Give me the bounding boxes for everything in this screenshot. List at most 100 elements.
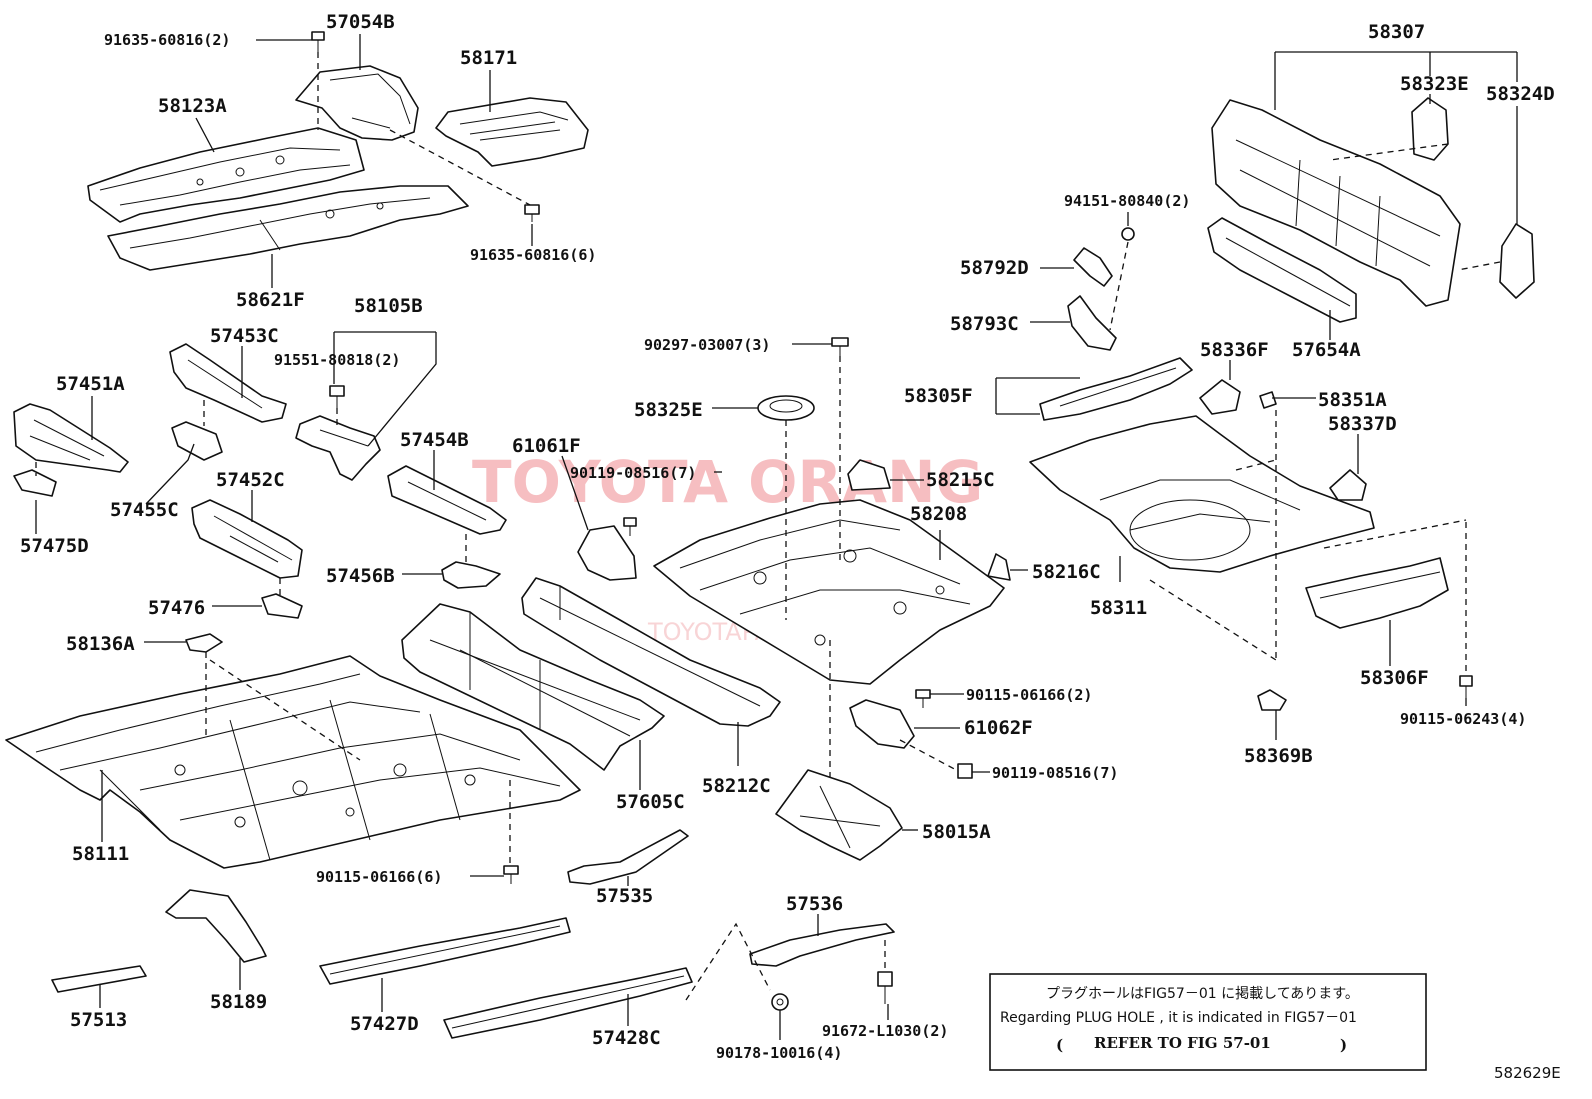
- part-57536-drawing: [749, 923, 895, 967]
- label-58215C: 58215C: [926, 469, 995, 491]
- part-58136A-drawing: [185, 633, 223, 653]
- label-58337D: 58337D: [1328, 413, 1397, 435]
- part-58015A-drawing: [775, 769, 903, 861]
- part-58111-drawing: [5, 655, 581, 869]
- label-58208: 58208: [910, 503, 967, 525]
- label-58324D: 58324D: [1486, 83, 1555, 105]
- bolt-90115-06243-4-icon: [1459, 675, 1473, 698]
- part-57455C-drawing: [171, 421, 223, 461]
- label-57654A: 57654A: [1292, 339, 1361, 361]
- bolt-90119-08516-7b-icon: [957, 763, 973, 779]
- label-58171: 58171: [460, 47, 517, 69]
- label-57428C: 57428C: [592, 1027, 661, 1049]
- note-paren-close: ): [1340, 1036, 1347, 1054]
- part-57453C-drawing: [169, 343, 287, 423]
- label-58323E: 58323E: [1400, 73, 1469, 95]
- label-91672-L1030-2: 91672-L1030(2): [822, 1022, 948, 1040]
- part-57428C-drawing: [443, 967, 693, 1039]
- part-58793C-drawing: [1067, 295, 1117, 351]
- part-57452C-drawing: [191, 499, 303, 579]
- label-57456B: 57456B: [326, 565, 395, 587]
- part-61061F-drawing: [577, 525, 637, 581]
- note-line-en: Regarding PLUG HOLE , it is indicated in…: [1000, 1010, 1357, 1026]
- label-57455C: 57455C: [110, 499, 179, 521]
- part-58215C-drawing: [847, 459, 891, 491]
- label-58136A: 58136A: [66, 633, 135, 655]
- label-58369B: 58369B: [1244, 745, 1313, 767]
- label-57513: 57513: [70, 1009, 127, 1031]
- label-58305F: 58305F: [904, 385, 973, 407]
- label-58351A: 58351A: [1318, 389, 1387, 411]
- part-58305F-drawing: [1039, 357, 1193, 421]
- bolt-90297-03007-3-icon: [831, 337, 849, 356]
- reference-note-box: プラグホールはFIG57－01 に掲載してあります。 Regarding PLU…: [989, 973, 1427, 1071]
- label-57475D: 57475D: [20, 535, 89, 557]
- part-58792D-drawing: [1073, 247, 1113, 287]
- part-57454B-drawing: [387, 465, 507, 535]
- nut-94151-80840-2-icon: [1121, 227, 1135, 241]
- note-refer-link[interactable]: REFER TO FIG 57-01: [1094, 1034, 1271, 1052]
- label-90119-08516-7a: 90119-08516(7): [570, 464, 696, 482]
- part-58123A-drawing: [87, 127, 365, 223]
- label-58216C: 58216C: [1032, 561, 1101, 583]
- note-line-jp: プラグホールはFIG57－01 に掲載してあります。: [1046, 986, 1359, 1002]
- label-58111: 58111: [72, 843, 129, 865]
- part-58189-drawing: [165, 889, 267, 963]
- part-58216C-drawing: [987, 553, 1011, 581]
- part-58369B-drawing: [1257, 689, 1287, 711]
- part-58336F-drawing: [1199, 379, 1241, 415]
- part-58208-drawing: [653, 499, 1005, 685]
- bolt-91635-60816-6-icon: [524, 204, 540, 222]
- part-58306F-drawing: [1305, 557, 1449, 629]
- label-90178-10016-4: 90178-10016(4): [716, 1044, 842, 1062]
- part-58212C-drawing: [521, 577, 781, 727]
- part-58323E-drawing: [1411, 97, 1449, 161]
- label-58325E: 58325E: [634, 399, 703, 421]
- label-91635-60816-6: 91635-60816(6): [470, 246, 596, 264]
- bolt-90115-06166-2-icon: [915, 689, 931, 708]
- part-57054B-drawing: [295, 65, 419, 141]
- part-58311-drawing: [1029, 415, 1375, 573]
- part-57513-drawing: [51, 965, 147, 993]
- label-61062F: 61062F: [964, 717, 1033, 739]
- label-58793C: 58793C: [950, 313, 1019, 335]
- label-94151-80840-2: 94151-80840(2): [1064, 192, 1190, 210]
- label-57535: 57535: [596, 885, 653, 907]
- label-57452C: 57452C: [216, 469, 285, 491]
- diagram-code: 582629E: [1494, 1064, 1561, 1082]
- label-58015A: 58015A: [922, 821, 991, 843]
- part-57427D-drawing: [319, 917, 571, 985]
- label-57427D: 57427D: [350, 1013, 419, 1035]
- label-58336F: 58336F: [1200, 339, 1269, 361]
- part-58621F-drawing: [107, 185, 469, 271]
- bolt-91672-L1030-2-icon: [877, 971, 893, 1004]
- part-58105B-drawing: [295, 415, 381, 481]
- label-90115-06243-4: 90115-06243(4): [1400, 710, 1526, 728]
- part-58337D-drawing: [1329, 469, 1367, 501]
- nut-90178-10016-4-icon: [771, 993, 789, 1011]
- part-58324D-drawing: [1499, 223, 1535, 299]
- label-61061F: 61061F: [512, 435, 581, 457]
- label-57054B: 57054B: [326, 11, 395, 33]
- label-58311: 58311: [1090, 597, 1147, 619]
- part-57476-drawing: [261, 593, 303, 619]
- label-58307: 58307: [1368, 21, 1425, 43]
- label-58123A: 58123A: [158, 95, 227, 117]
- part-57605C-drawing: [401, 603, 665, 771]
- part-58171-drawing: [435, 97, 589, 167]
- label-58621F: 58621F: [236, 289, 305, 311]
- part-57535-drawing: [567, 829, 689, 885]
- bolt-90115-06166-6-icon: [503, 865, 519, 884]
- part-labels: 91635-60816(2) 57054B 58171 58123A 91635…: [20, 11, 1555, 1062]
- part-57451A-drawing: [13, 403, 129, 473]
- part-57654A-drawing: [1207, 217, 1357, 323]
- bolt-90119-08516-7a-icon: [623, 517, 637, 536]
- watermark-title: TOYOTA ORANG: [472, 448, 983, 516]
- leader-lines: [35, 34, 1518, 1040]
- part-58325E-drawing: [757, 395, 815, 421]
- part-57456B-drawing: [441, 561, 501, 589]
- label-91635-60816-2: 91635-60816(2): [104, 31, 230, 49]
- label-58105B: 58105B: [354, 295, 423, 317]
- label-58189: 58189: [210, 991, 267, 1013]
